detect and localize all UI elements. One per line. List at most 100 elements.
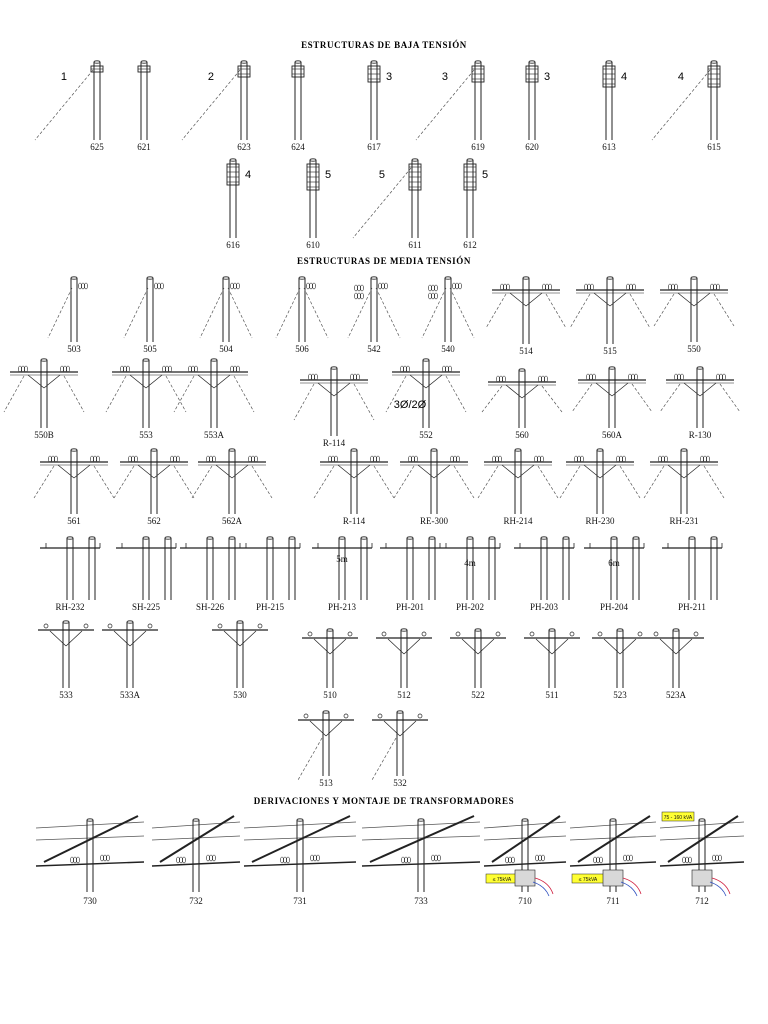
mv-label-41: 511 — [545, 690, 558, 700]
mv-label-28: PH-215 — [256, 602, 285, 612]
mv-label-45: 532 — [393, 778, 407, 788]
mv-label-10: 553 — [139, 430, 153, 440]
mv-label-39: 512 — [397, 690, 411, 700]
transformer-mount-730: 730 — [35, 815, 145, 906]
lv-count-617: 3 — [386, 71, 392, 83]
mv-label-19: 562A — [222, 516, 243, 526]
mv-label-38: 510 — [323, 690, 337, 700]
span-4m-annotation: 4m — [464, 558, 476, 568]
mv-structure-sh-225-26: SH-225 — [116, 536, 177, 612]
lv-count-620: 3 — [544, 71, 550, 83]
lv-count-612: 5 — [482, 169, 488, 181]
mv-label-22: RH-214 — [504, 516, 533, 526]
lv-structure-624: 624 — [291, 60, 305, 152]
mv-structure-r-130-16: R-130 — [659, 366, 741, 440]
mv-label-3: 506 — [295, 344, 309, 354]
mv-label-26: SH-225 — [132, 602, 161, 612]
mv-structure-510-38: 510 — [302, 628, 358, 700]
mv-structure-515-7: 515 — [569, 276, 651, 356]
mv-label-20: R-114 — [343, 516, 366, 526]
mv-label-17: 561 — [67, 516, 81, 526]
lv-label-620: 620 — [525, 142, 539, 152]
mv-label-37: 530 — [233, 690, 247, 700]
mv-structure-512-39: 512 — [376, 628, 432, 700]
mv-structure-ph-211-34: PH-211 — [662, 536, 723, 612]
lv-label-616: 616 — [226, 240, 240, 250]
mv-label-12: R-114 — [323, 438, 346, 448]
mv-label-36: 533A — [120, 690, 141, 700]
mv-label-43: 523A — [666, 690, 687, 700]
mv-label-14: 560 — [515, 430, 529, 440]
mv-label-42: 523 — [613, 690, 627, 700]
mv-label-23: RH-230 — [586, 516, 615, 526]
transformer-mount-733: 733 — [361, 815, 481, 906]
mv-label-30: PH-201 — [396, 602, 424, 612]
mv-structure-ph-204-33: PH-204 — [584, 536, 645, 612]
tr-label-730: 730 — [83, 896, 97, 906]
tr-label-731: 731 — [293, 896, 307, 906]
kva-tag-712: 75 - 160 kVA — [664, 815, 693, 821]
mv-structure-re-300-21: RE-300 — [393, 448, 475, 526]
mv-label-27: SH-226 — [196, 602, 225, 612]
tr-label-712: 712 — [695, 896, 709, 906]
mv-structure-513-44: 513 — [297, 710, 354, 788]
transformer-tank — [514, 869, 536, 887]
mv-structure-ph-213-29: PH-213 — [312, 536, 373, 612]
lv-count-616: 4 — [245, 169, 251, 181]
lv-label-613: 613 — [602, 142, 616, 152]
transformer-tank — [602, 869, 624, 887]
mv-structure-ph-215-28: PH-215 — [240, 536, 301, 612]
lv-label-625: 625 — [90, 142, 104, 152]
mv-structure-r-114-20: R-114 — [313, 448, 395, 526]
lv-label-623: 623 — [237, 142, 251, 152]
mv-label-15: 560A — [602, 430, 623, 440]
lv-label-617: 617 — [367, 142, 381, 152]
tr-label-732: 732 — [189, 896, 203, 906]
phase-annotation: 3Ø/2Ø — [394, 399, 427, 411]
mv-structure-562a-19: 562A — [191, 448, 273, 526]
lv-count-625: 1 — [61, 71, 67, 83]
mv-label-24: RH-231 — [670, 516, 699, 526]
lv-count-610: 5 — [325, 169, 331, 181]
mv-label-25: RH-232 — [56, 602, 85, 612]
mv-structure-533-35: 533 — [38, 620, 94, 700]
mv-label-32: PH-203 — [530, 602, 559, 612]
lv-label-612: 612 — [463, 240, 477, 250]
mv-structure-rh-214-22: RH-214 — [477, 448, 559, 526]
mv-label-29: PH-213 — [328, 602, 357, 612]
lv-count-613: 4 — [621, 71, 627, 83]
lv-label-611: 611 — [408, 240, 421, 250]
heading-low-voltage: ESTRUCTURAS DE BAJA TENSIÓN — [301, 40, 467, 50]
mv-structure-ph-202-31: PH-202 — [440, 536, 501, 612]
mv-label-33: PH-204 — [600, 602, 629, 612]
mv-label-7: 515 — [603, 346, 617, 356]
mv-label-11: 553A — [204, 430, 225, 440]
lv-structure-620: 3 620 — [525, 60, 550, 152]
lv-structure-616: 4 616 — [226, 158, 251, 250]
mv-structure-533a-36: 533A — [102, 620, 158, 700]
mv-label-2: 504 — [219, 344, 233, 354]
mv-structure-514-6: 514 — [485, 276, 567, 356]
mv-structure-552-13: 552 — [385, 358, 467, 440]
mv-structure-550b-9: 550B — [3, 358, 85, 440]
mv-structure-542-4: 542 — [347, 276, 401, 354]
mv-structure-530-37: 530 — [212, 620, 268, 700]
mv-structure-550-8: 550 — [653, 276, 735, 354]
mv-structure-rh-230-23: RH-230 — [559, 448, 641, 526]
mv-structure-523-42: 523 — [592, 628, 648, 700]
lv-label-624: 624 — [291, 142, 305, 152]
mv-label-34: PH-211 — [678, 602, 706, 612]
transformer-mount-731: 731 — [243, 815, 357, 906]
lv-structure-612: 5 612 — [463, 158, 488, 250]
lv-label-615: 615 — [707, 142, 721, 152]
mv-label-8: 550 — [687, 344, 701, 354]
mv-structure-506-3: 506 — [275, 276, 329, 354]
mv-label-6: 514 — [519, 346, 533, 356]
mv-label-16: R-130 — [689, 430, 712, 440]
